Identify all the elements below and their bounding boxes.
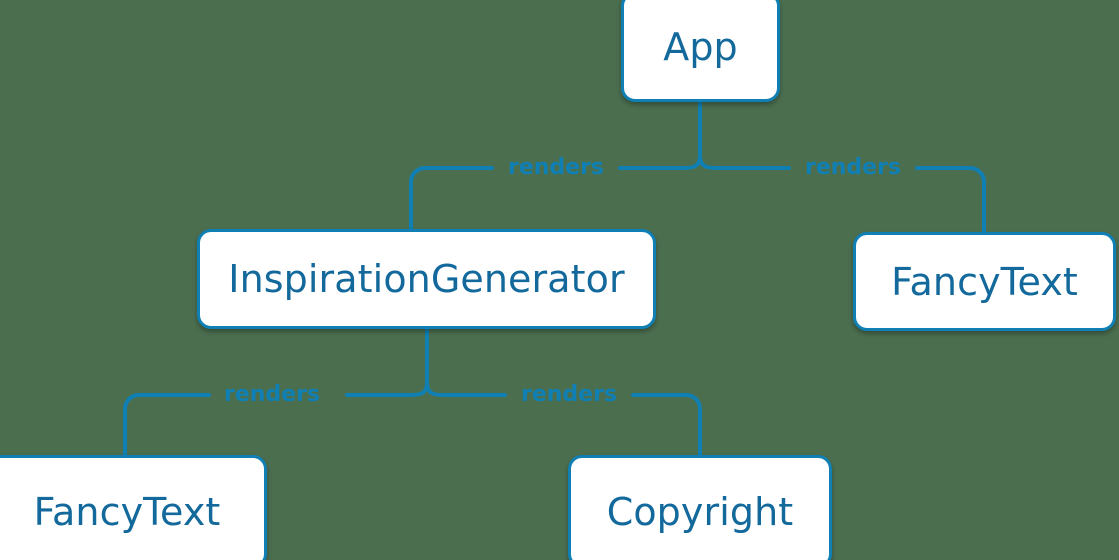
- node-inspiration-generator-label: InspirationGenerator: [228, 257, 625, 301]
- edge-label-app-inspiration: renders: [507, 155, 605, 180]
- edge-label-inspiration-copyright: renders: [520, 382, 618, 407]
- edge-inspiration-fancytext: [123, 393, 211, 457]
- node-copyright-label: Copyright: [606, 489, 794, 534]
- edge-inspiration-copyright: [631, 393, 702, 457]
- edge-inspiration-copyright-right: [425, 381, 507, 397]
- node-fancytext-right-label: FancyText: [891, 259, 1078, 304]
- edge-app-fancytext-right: [698, 154, 791, 170]
- node-fancytext-right[interactable]: FancyText: [853, 232, 1116, 331]
- node-inspiration-generator[interactable]: InspirationGenerator: [197, 229, 656, 329]
- edge-inspiration-fancytext-left: [345, 381, 429, 397]
- node-fancytext-bottom[interactable]: FancyText: [0, 455, 267, 560]
- edge-app-fancytext: [915, 166, 986, 234]
- edge-app-inspiration: [618, 154, 702, 170]
- edge-label-app-fancytext: renders: [804, 155, 902, 180]
- node-app-label: App: [663, 25, 738, 69]
- node-fancytext-bottom-label: FancyText: [33, 489, 221, 534]
- node-app[interactable]: App: [621, 0, 780, 102]
- edge-app-inspiration-left: [409, 166, 494, 231]
- node-copyright[interactable]: Copyright: [568, 455, 832, 560]
- edge-label-inspiration-fancytext: renders: [223, 382, 321, 407]
